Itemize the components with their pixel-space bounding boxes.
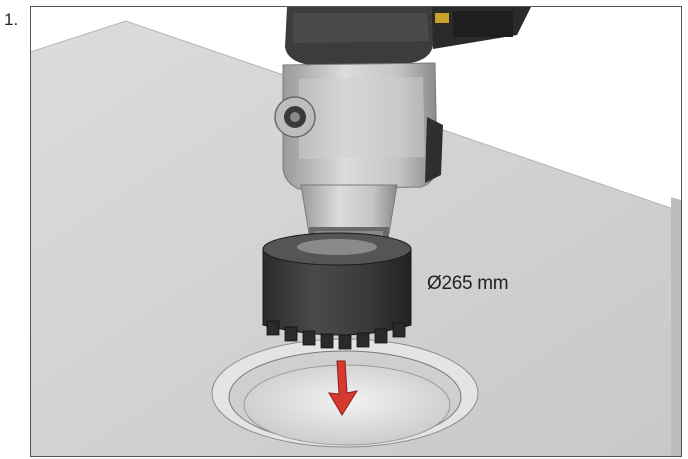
core-drilling-illustration [31, 7, 681, 456]
step-number: 1. [4, 10, 19, 29]
core-bit [262, 232, 412, 350]
drill-motor [285, 7, 531, 65]
arrow-down-icon [328, 360, 359, 416]
illustration-frame: Ø265 mm [30, 6, 682, 457]
drill-gearbox [274, 62, 443, 190]
diameter-label: Ø265 mm [427, 273, 509, 294]
